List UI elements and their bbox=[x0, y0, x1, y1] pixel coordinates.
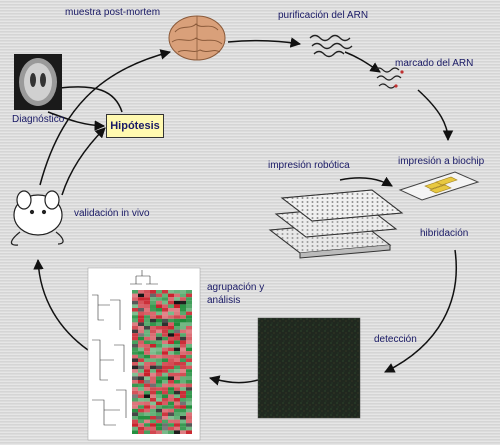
label-rna-purification: purificación del ARN bbox=[278, 10, 369, 21]
hypothesis-box: Hipótesis bbox=[106, 114, 164, 138]
arrow-clustering-to-mouse bbox=[33, 258, 89, 351]
arrow-biochip-to-detection bbox=[384, 249, 457, 373]
label-robotic-printing: impresión robótica bbox=[268, 160, 350, 171]
cycle-arrows bbox=[33, 37, 457, 386]
arrow-detection-to-clustering bbox=[208, 375, 259, 386]
label-analysis: análisis bbox=[207, 295, 241, 306]
label-clustering: agrupación y bbox=[207, 282, 265, 293]
expression-heatmap bbox=[132, 290, 192, 434]
mri-scan-image bbox=[14, 54, 62, 110]
plate-stack-image bbox=[268, 189, 404, 259]
arrow-diagnosis-to-brain bbox=[59, 86, 123, 113]
label-rna-labeling: marcado del ARN bbox=[395, 58, 474, 69]
arrow-robotic-to-biochip bbox=[339, 176, 393, 187]
labeled-rna-icon bbox=[374, 67, 404, 89]
brain-image bbox=[168, 15, 226, 61]
label-post-mortem-sample: muestra post-mortem bbox=[65, 7, 161, 18]
arrow-labeling-to-biochip bbox=[417, 89, 454, 142]
rna-strand-icon bbox=[309, 34, 353, 58]
arrow-brain-to-purification bbox=[227, 37, 302, 48]
label-in-vivo-validation: validación in vivo bbox=[74, 208, 150, 219]
label-biochip-printing: impresión a biochip bbox=[398, 156, 485, 167]
mouse-drawing bbox=[10, 190, 64, 246]
dendrogram-heatmap-image bbox=[87, 267, 201, 441]
label-diagnosis: Diagnóstico bbox=[12, 114, 65, 125]
biochip-icon bbox=[398, 171, 480, 201]
arrow-diagnosis-to-hypothesis bbox=[47, 111, 106, 131]
label-hybridization: hibridación bbox=[420, 228, 469, 239]
arrow-purification-to-labeling bbox=[344, 51, 381, 73]
arrow-mouse-to-hypothesis bbox=[61, 127, 106, 196]
microarray-scan-image bbox=[257, 317, 361, 419]
label-detection: detección bbox=[374, 334, 417, 345]
arrow-mouse-to-brain bbox=[39, 49, 172, 186]
